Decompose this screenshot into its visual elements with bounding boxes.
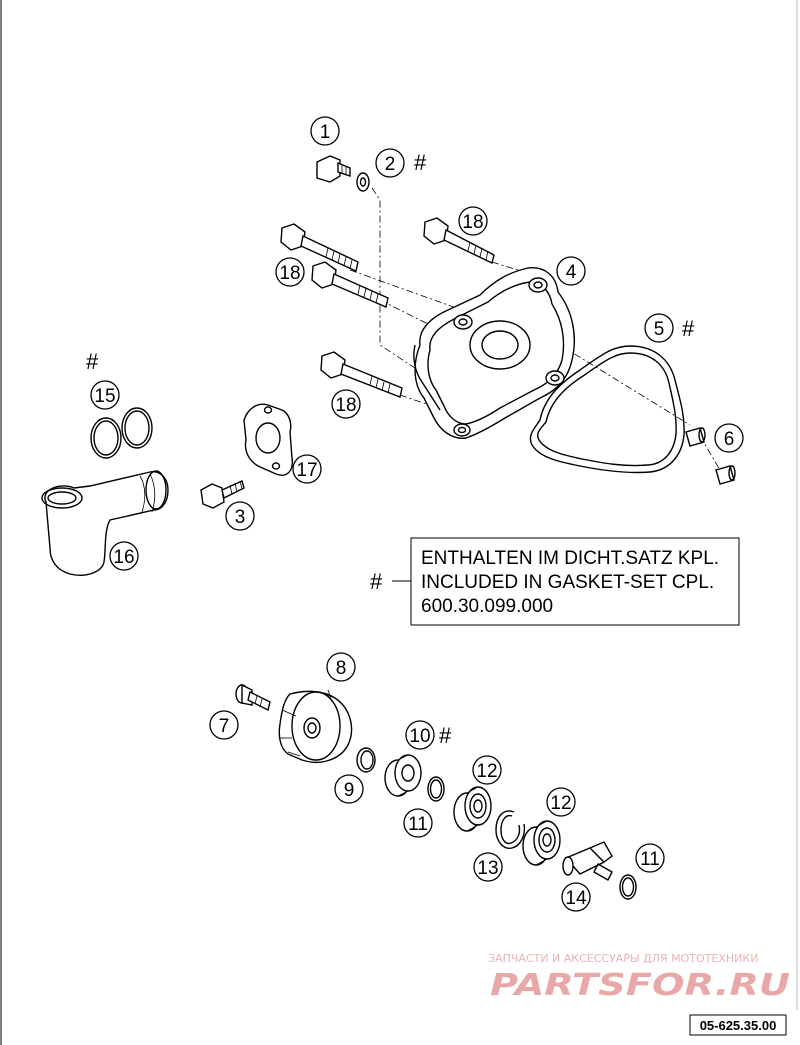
part-12-bearing-right [522, 820, 561, 866]
marker-part-10: # [439, 723, 452, 748]
callout-12-left-label: 12 [476, 761, 497, 782]
part-17-flange-gasket [243, 403, 293, 476]
callout-14: 14 [561, 882, 591, 912]
callout-2-label: 2 [385, 154, 396, 175]
callout-1-label: 1 [320, 122, 331, 143]
part-12-bearing-left [453, 786, 492, 832]
watermark: ЗАПЧАСТИ И АКСЕССУАРЫ ДЛЯ МОТОТЕХНИКИ PA… [488, 952, 790, 1003]
callout-3: 3 [225, 501, 255, 531]
gasket-set-markers: # # # # # [86, 150, 695, 748]
diagram-code-box: 05-625.35.00 [689, 1014, 787, 1036]
marker-part-2: # [414, 150, 427, 175]
callout-6-label: 6 [724, 429, 735, 450]
part-18-long-bolt-lower [320, 351, 403, 398]
callout-5-label: 5 [654, 319, 665, 340]
callout-8: 8 [326, 652, 356, 682]
part-11-circlip-right [619, 874, 637, 900]
callout-18-top-right-label: 18 [462, 212, 483, 233]
gasket-set-note [392, 537, 740, 626]
note-line-part-number: 600.30.099.000 [421, 596, 553, 617]
marker-part-5: # [682, 316, 695, 341]
callout-18-left-label: 18 [279, 263, 300, 284]
callout-9: 9 [334, 774, 364, 804]
callout-18-top-right: 18 [458, 206, 488, 236]
callout-15-label: 15 [94, 386, 115, 407]
part-14-pump-shaft [562, 841, 613, 881]
callout-18-lower: 18 [331, 389, 361, 419]
callout-4: 4 [556, 256, 586, 286]
callout-7-label: 7 [219, 716, 230, 737]
callout-15: 15 [90, 380, 120, 410]
callout-6: 6 [714, 423, 744, 453]
note-line-english: INCLUDED IN GASKET-SET CPL. [421, 572, 714, 593]
part-13-snap-ring [495, 810, 526, 849]
part-10-shaft-seal [384, 754, 422, 797]
part-5-gasket [529, 345, 685, 474]
callout-14-label: 14 [565, 888, 587, 909]
callout-11-left-label: 11 [408, 814, 428, 835]
part-2-washer [356, 172, 370, 192]
marker-note: # [370, 569, 383, 594]
callout-13: 13 [473, 852, 503, 882]
marker-part-15: # [86, 349, 99, 374]
callout-8-label: 8 [336, 658, 347, 679]
callout-16: 16 [109, 541, 139, 571]
callout-10-label: 10 [409, 726, 430, 747]
callout-5: 5 [644, 313, 674, 343]
part-18-long-bolt-middle [311, 261, 389, 308]
callout-1: 1 [310, 116, 340, 146]
callout-18-left: 18 [275, 257, 305, 287]
callout-3-label: 3 [235, 507, 246, 528]
callouts: 1 2 3 4 5 6 7 8 [90, 116, 744, 912]
callout-17-label: 17 [296, 460, 317, 481]
callout-18-lower-label: 18 [335, 395, 356, 416]
part-3-bolt [200, 480, 245, 509]
part-4-pump-cover [413, 267, 575, 439]
part-18-long-bolt-top-left [280, 223, 359, 272]
part-7-bolt [235, 683, 271, 712]
part-15-o-rings [90, 407, 153, 459]
callout-17: 17 [292, 454, 322, 484]
callout-9-label: 9 [344, 780, 355, 801]
callout-13-label: 13 [477, 858, 498, 879]
callout-12-right-label: 12 [550, 793, 571, 814]
callout-11-left: 11 [403, 808, 433, 838]
callout-16-label: 16 [113, 547, 134, 568]
part-18-long-bolt-upper-right [423, 217, 495, 265]
part-8-impeller [278, 689, 353, 763]
watermark-tagline: ЗАПЧАСТИ И АКСЕССУАРЫ ДЛЯ МОТОТЕХНИКИ [488, 952, 758, 965]
callout-12-right: 12 [546, 787, 576, 817]
callout-4-label: 4 [566, 262, 577, 283]
callout-10: 10 [405, 720, 435, 750]
diagram-code: 05-625.35.00 [700, 1018, 777, 1033]
callout-11-right: 11 [635, 843, 665, 873]
callout-2: 2 [375, 148, 405, 178]
part-11-circlip-left [427, 776, 445, 802]
part-6-dowel-sleeves [685, 427, 736, 485]
part-1-bolt [316, 155, 351, 183]
callout-12-left: 12 [472, 755, 502, 785]
part-9-ring [356, 747, 376, 773]
note-line-german: ENTHALTEN IM DICHT.SATZ KPL. [421, 548, 719, 569]
callout-7: 7 [209, 710, 239, 740]
callout-11-right-label: 11 [640, 849, 660, 870]
watermark-brand: PARTSFOR.RU [490, 968, 790, 1003]
part-16-elbow-pipe [41, 470, 169, 576]
